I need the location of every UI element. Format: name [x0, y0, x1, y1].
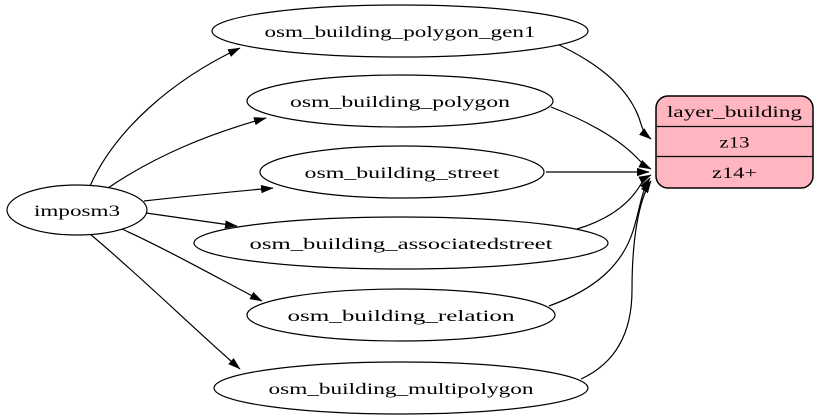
node-imposm3: imposm3 — [6, 184, 148, 236]
edge-imposm3-to-osm_building_street — [143, 185, 274, 202]
edge-osm_building_multipolygon-to-layer_building-z14 — [580, 180, 652, 380]
node-layer_building: layer_building z13 z14+ — [655, 95, 814, 189]
osm_building_relation-label: osm_building_relation — [288, 308, 515, 325]
osm_building_associatedstreet-label: osm_building_associatedstreet — [250, 236, 554, 253]
osm_building_multipolygon-label: osm_building_multipolygon — [269, 381, 534, 398]
node-osm_building_street: osm_building_street — [259, 145, 545, 199]
edge-imposm3-to-osm_building_polygon_gen1 — [89, 47, 241, 187]
node-osm_building_multipolygon: osm_building_multipolygon — [213, 361, 589, 415]
edge-osm_building_relation-to-layer_building-z14 — [548, 177, 651, 307]
osm_building_street-ellipse — [259, 145, 545, 199]
node-osm_building_relation: osm_building_relation — [246, 288, 556, 342]
imposm3-label: imposm3 — [34, 203, 120, 220]
osm_building_associatedstreet-ellipse — [193, 216, 609, 270]
edge-osm_building_associatedstreet-to-layer_building-z14 — [576, 174, 652, 230]
osm_building_polygon-ellipse — [246, 74, 554, 128]
osm_building_street-label: osm_building_street — [305, 165, 501, 182]
edge-osm_building_polygon-to-layer_building-z14 — [550, 106, 652, 170]
layer_building-title: layer_building — [667, 104, 802, 121]
edge-imposm3-to-osm_building_multipolygon — [89, 233, 241, 370]
osm_building_multipolygon-ellipse — [213, 361, 589, 415]
edge-osm_building_polygon_gen1-to-layer_building-z13 — [556, 43, 652, 140]
layer_building-box — [655, 95, 814, 189]
edges-group — [89, 43, 652, 380]
osm_building_relation-ellipse — [246, 288, 556, 342]
edge-imposm3-to-osm_building_relation — [121, 228, 263, 302]
layer_building-row-z14: z14+ — [712, 165, 757, 182]
edge-imposm3-to-osm_building_polygon — [107, 117, 267, 189]
osm_building_polygon_gen1-ellipse — [211, 4, 589, 58]
edge-imposm3-to-osm_building_associatedstreet — [145, 212, 238, 229]
node-osm_building_associatedstreet: osm_building_associatedstreet — [193, 216, 609, 270]
imposm3-ellipse — [6, 184, 148, 236]
osm_building_polygon-label: osm_building_polygon — [290, 94, 510, 111]
node-osm_building_polygon: osm_building_polygon — [246, 74, 554, 128]
osm_building_polygon_gen1-label: osm_building_polygon_gen1 — [265, 24, 536, 41]
layer_building-row-z13: z13 — [720, 135, 750, 152]
node-osm_building_polygon_gen1: osm_building_polygon_gen1 — [211, 4, 589, 58]
